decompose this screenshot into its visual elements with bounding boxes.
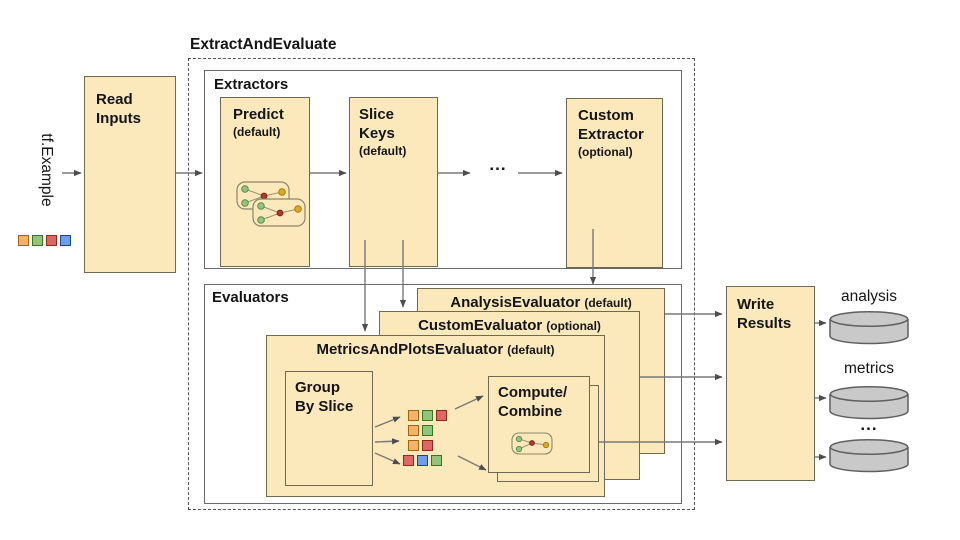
orange-square [408, 425, 419, 436]
red-square [46, 235, 57, 246]
slice-grid-row-3 [408, 440, 433, 451]
extractors-label: Extractors [214, 76, 289, 93]
green-square [422, 410, 433, 421]
slice-keys-extractor-box: Slice Keys (default) [349, 97, 438, 267]
write-results-label-line2: Results [737, 315, 792, 332]
slice-grid-row-1 [408, 410, 447, 421]
green-square [422, 425, 433, 436]
orange-square [408, 410, 419, 421]
predict-qualifier: (default) [233, 125, 281, 139]
custom-extractor-label-line1: Custom [578, 107, 634, 124]
extractors-ellipsis: ... [489, 155, 507, 174]
orange-square [408, 440, 419, 451]
compute-combine-box: Compute/ Combine [488, 376, 590, 473]
output-analysis-label: analysis [841, 288, 897, 305]
input-examples-squares [18, 235, 71, 246]
write-results-label-line1: Write [737, 296, 775, 313]
custom-evaluator-qualifier: (optional) [546, 319, 601, 333]
output-metrics-label: metrics [844, 360, 894, 377]
metrics-database-icon [829, 385, 909, 420]
diagram-title: ExtractAndEvaluate [190, 36, 337, 53]
analysis-evaluator-qualifier: (default) [584, 296, 632, 310]
read-inputs-box: Read Inputs [84, 76, 176, 273]
blue-square [417, 455, 428, 466]
predict-label: Predict [233, 106, 284, 123]
slice-keys-qualifier: (default) [359, 144, 407, 158]
slice-keys-label-line1: Slice [359, 106, 395, 123]
write-results-box: Write Results [726, 286, 815, 481]
compute-combine-label-line2: Combine [498, 403, 563, 420]
slice-grid-row-2 [408, 425, 433, 436]
group-by-slice-label-line2: By Slice [295, 398, 354, 415]
red-square [403, 455, 414, 466]
green-square [32, 235, 43, 246]
green-square [431, 455, 442, 466]
compute-combine-label-line1: Compute/ [498, 384, 568, 401]
read-inputs-label-line1: Read [96, 91, 133, 108]
group-by-slice-box: Group By Slice [285, 371, 373, 486]
outputs-ellipsis: ... [860, 415, 878, 434]
orange-square [18, 235, 29, 246]
slice-grid-row-4 [403, 455, 442, 466]
custom-extractor-box: Custom Extractor (optional) [566, 98, 663, 268]
red-square [422, 440, 433, 451]
analysis-evaluator-label: AnalysisEvaluator [450, 294, 581, 311]
custom-extractor-label-line2: Extractor [578, 126, 644, 143]
custom-evaluator-label: CustomEvaluator [418, 317, 543, 334]
slice-keys-label-line2: Keys [359, 125, 395, 142]
extract-and-evaluate-container [188, 58, 695, 510]
group-by-slice-label-line1: Group [295, 379, 340, 396]
metrics-evaluator-label: MetricsAndPlotsEvaluator [316, 341, 504, 358]
more-outputs-database-icon [829, 438, 909, 473]
blue-square [60, 235, 71, 246]
read-inputs-label-line2: Inputs [96, 110, 141, 127]
custom-extractor-qualifier: (optional) [578, 145, 633, 159]
red-square [436, 410, 447, 421]
evaluators-label: Evaluators [212, 289, 289, 306]
metrics-evaluator-qualifier: (default) [507, 343, 555, 357]
predict-extractor-box: Predict (default) [220, 97, 310, 267]
input-label: tf.Example [38, 133, 55, 207]
analysis-database-icon [829, 310, 909, 345]
